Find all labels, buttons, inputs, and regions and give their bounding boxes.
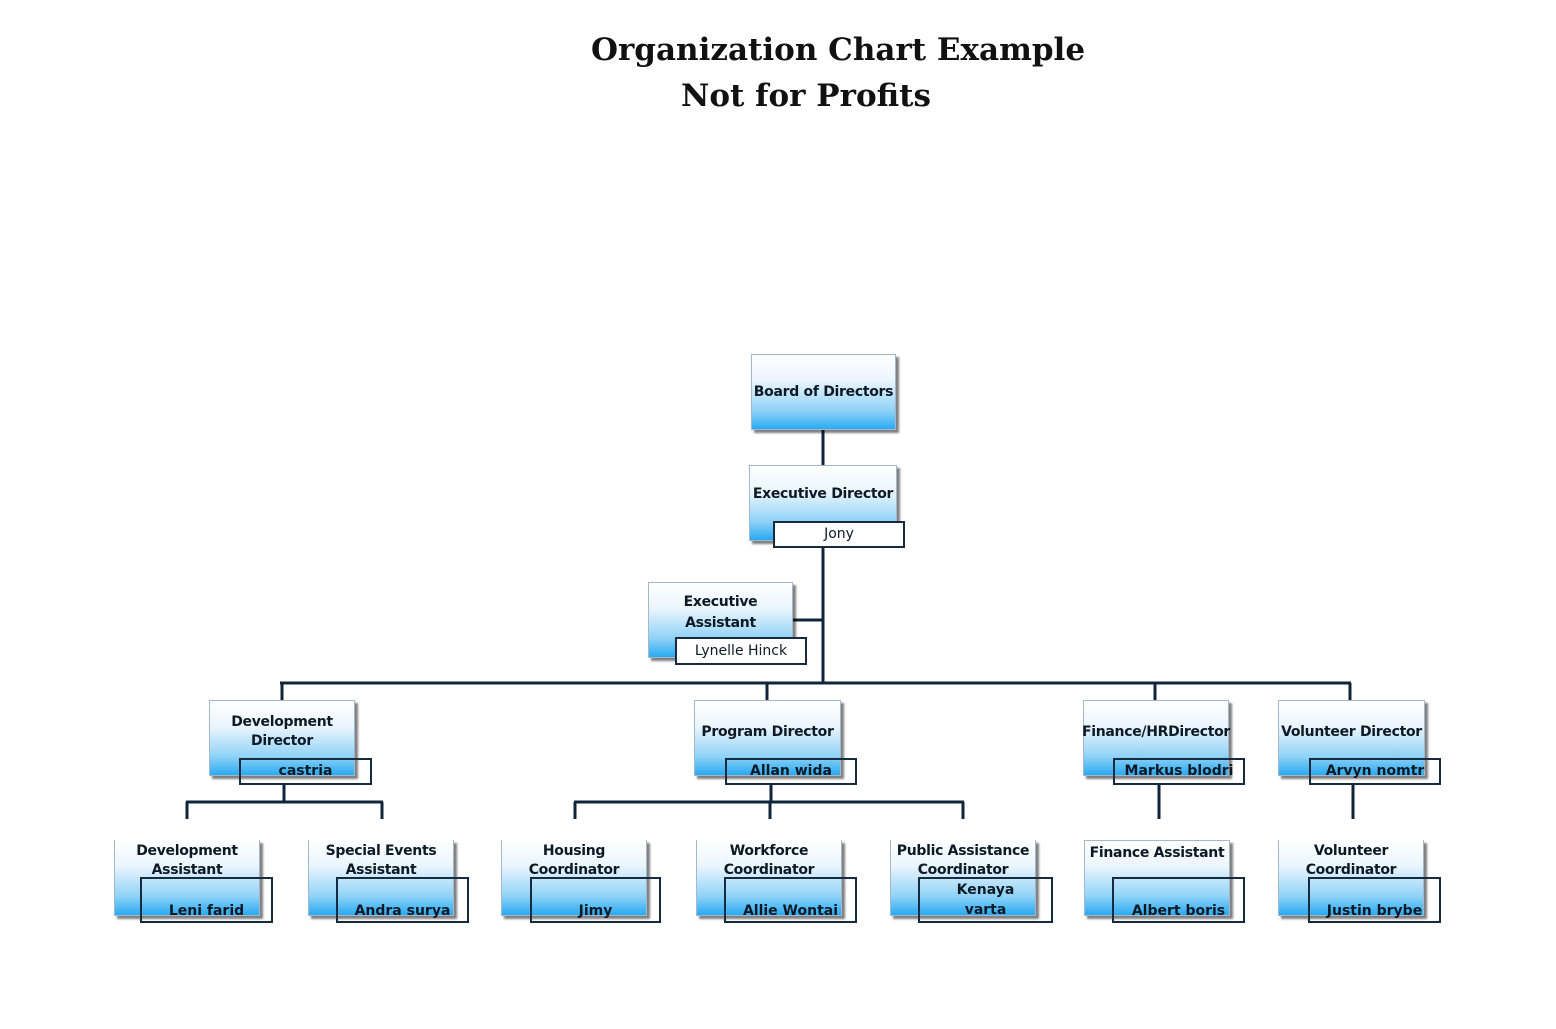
finance-assistant-name: Albert boris bbox=[1112, 877, 1245, 923]
development-assistant-name: Leni farid bbox=[140, 877, 273, 923]
volunteer-director-role: Volunteer Director bbox=[1281, 724, 1422, 740]
public-assistance-coordinator-name: Kenaya varta bbox=[918, 877, 1053, 923]
workforce-coordinator-role: Workforce Coordinator bbox=[723, 843, 815, 878]
executive-director-name: Jony bbox=[773, 521, 905, 548]
volunteer-coordinator-role: Volunteer Coordinator bbox=[1305, 843, 1397, 878]
executive-director-role: Executive Director bbox=[752, 486, 894, 502]
chart-title: Organization Chart Example bbox=[590, 32, 1086, 68]
special-events-assistant-name: Andra surya bbox=[336, 877, 469, 923]
program-director-box: Program Director bbox=[694, 700, 841, 776]
special-events-assistant-role: Special Events Assistant bbox=[325, 843, 437, 878]
development-director-role: Development Director bbox=[231, 714, 333, 749]
board-of-directors-box: Board of Directors bbox=[751, 354, 896, 430]
housing-coordinator-name: Jimy bbox=[530, 877, 661, 923]
development-director-box: Development Director bbox=[209, 700, 355, 776]
finance-assistant-role: Finance Assistant bbox=[1089, 845, 1225, 861]
executive-assistant-name: Lynelle Hinck bbox=[675, 637, 807, 665]
volunteer-director-name: Arvyn nomtr bbox=[1309, 758, 1441, 785]
public-assistance-coordinator-role: Public Assistance Coordinator bbox=[896, 843, 1030, 878]
finance-director-box: Finance/HRDirector bbox=[1081, 700, 1231, 776]
development-director-name: castria bbox=[239, 758, 372, 785]
program-director-role: Program Director bbox=[701, 724, 834, 740]
chart-subtitle: Not for Profits bbox=[681, 78, 931, 114]
housing-coordinator-role: Housing Coordinator bbox=[528, 843, 620, 878]
finance-director-name: Markus blodri bbox=[1113, 758, 1245, 785]
volunteer-coordinator-name: Justin brybe bbox=[1308, 877, 1441, 923]
program-director-name: Allan wida bbox=[725, 758, 857, 785]
workforce-coordinator-name: Allie Wontai bbox=[724, 877, 857, 923]
development-assistant-role: Development Assistant bbox=[136, 843, 238, 878]
executive-assistant-role: Executive Assistant bbox=[683, 594, 758, 631]
finance-director-role: Finance/HRDirector bbox=[1081, 724, 1231, 740]
board-of-directors-role: Board of Directors bbox=[753, 383, 894, 400]
volunteer-director-box: Volunteer Director bbox=[1278, 700, 1425, 776]
